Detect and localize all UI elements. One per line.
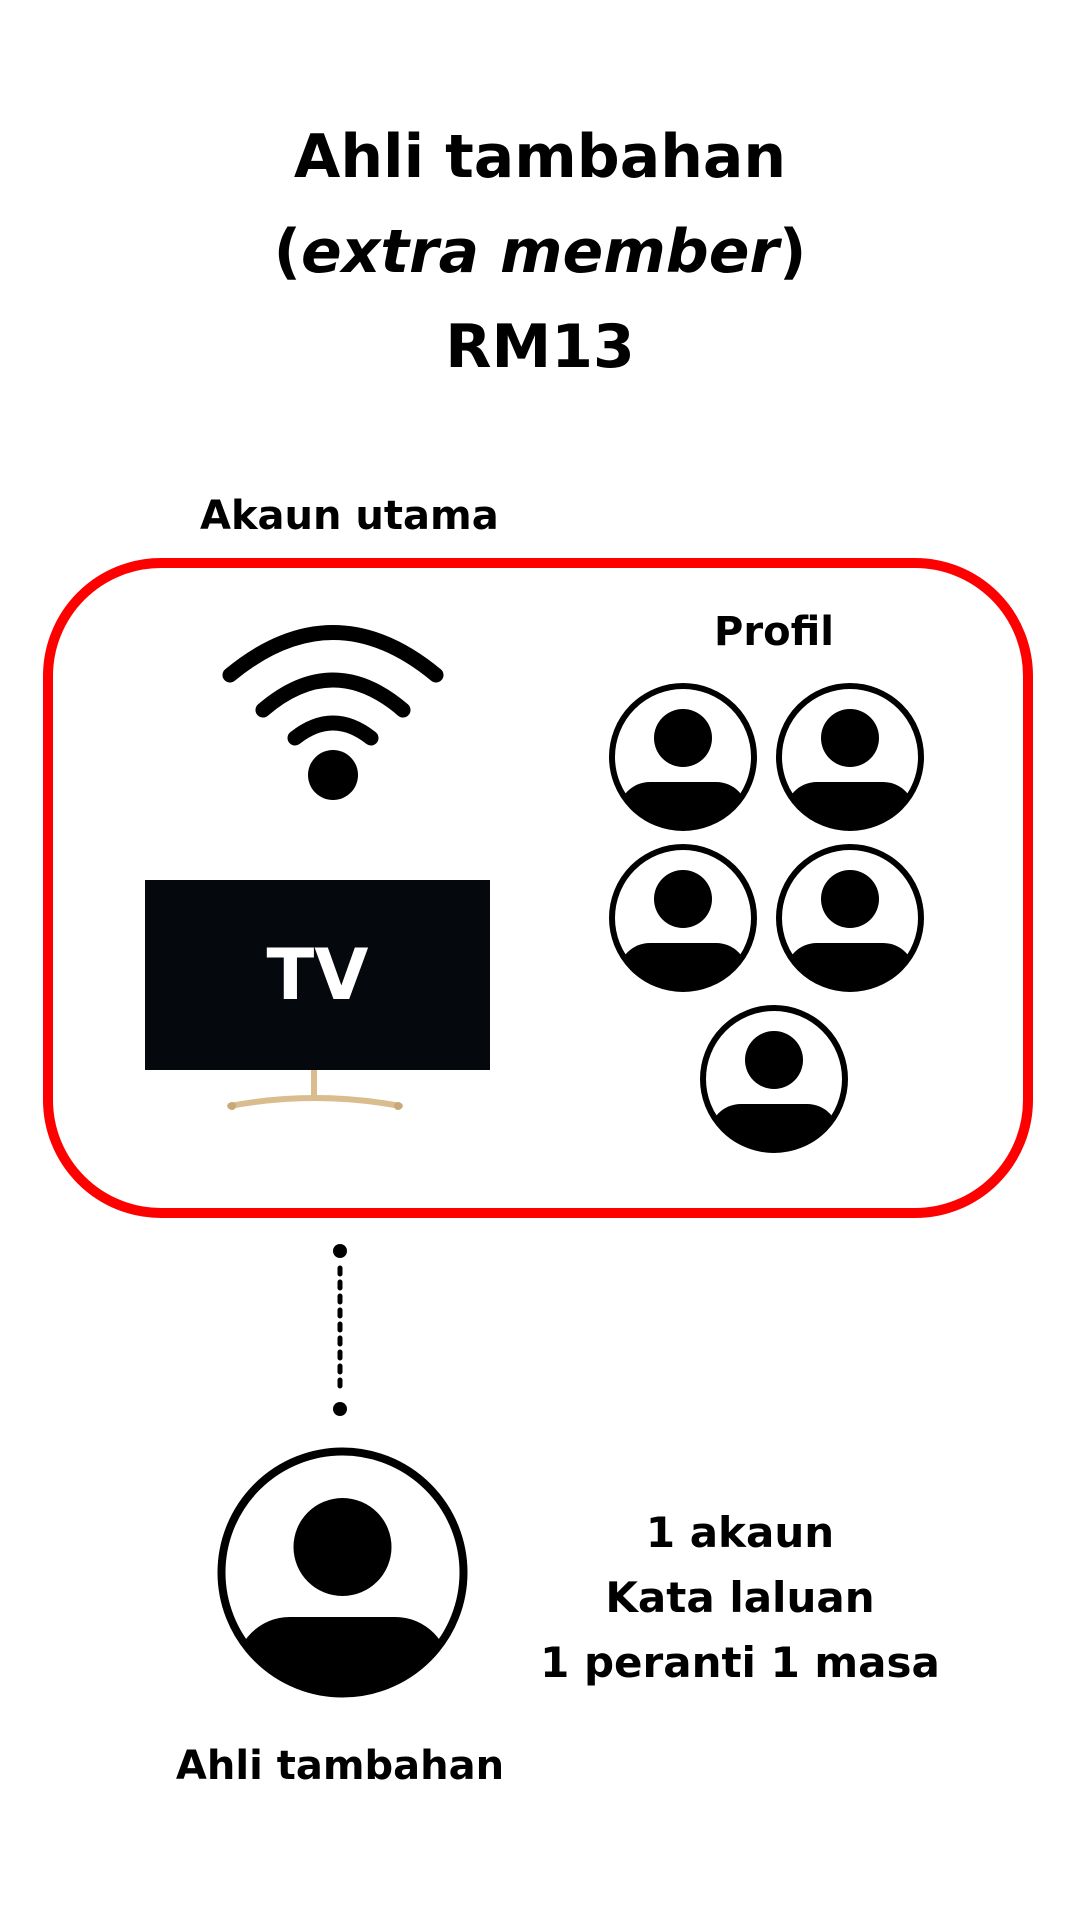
title-open-paren: ( — [273, 217, 301, 287]
user-avatar-icon — [609, 683, 757, 831]
page-title: Ahli tambahan (extra member) RM13 — [0, 110, 1080, 395]
extra-member-label: Ahli tambahan — [175, 1743, 505, 1789]
extra-member-avatar-icon — [217, 1447, 468, 1698]
profiles-label: Profil — [714, 609, 834, 655]
detail-accounts: 1 akaun — [645, 1508, 835, 1557]
main-account-box — [43, 558, 1033, 1218]
tv-stand — [227, 1070, 403, 1110]
tv-screen — [145, 880, 490, 1070]
detail-devices: 1 peranti 1 masa — [540, 1638, 940, 1687]
tv-label: TV — [266, 934, 369, 1016]
detail-password: Kata laluan — [605, 1573, 875, 1622]
price-text: RM13 — [445, 312, 635, 382]
title-line-1: Ahli tambahan — [293, 122, 787, 192]
user-avatar-icon — [700, 1005, 848, 1153]
tv-icon: TV — [145, 880, 490, 1120]
extra-member-details: 1 akaun Kata laluan 1 peranti 1 masa — [520, 1500, 960, 1695]
user-avatar-icon — [776, 844, 924, 992]
user-avatar-icon — [609, 844, 757, 992]
main-account-label: Akaun utama — [200, 493, 499, 539]
title-italic: extra member — [300, 217, 779, 287]
user-avatar-icon — [776, 683, 924, 831]
title-line-2: (extra member) — [0, 205, 1080, 300]
dotted-connector — [333, 1244, 347, 1416]
wifi-icon — [222, 625, 444, 800]
title-close-paren: ) — [779, 217, 807, 287]
